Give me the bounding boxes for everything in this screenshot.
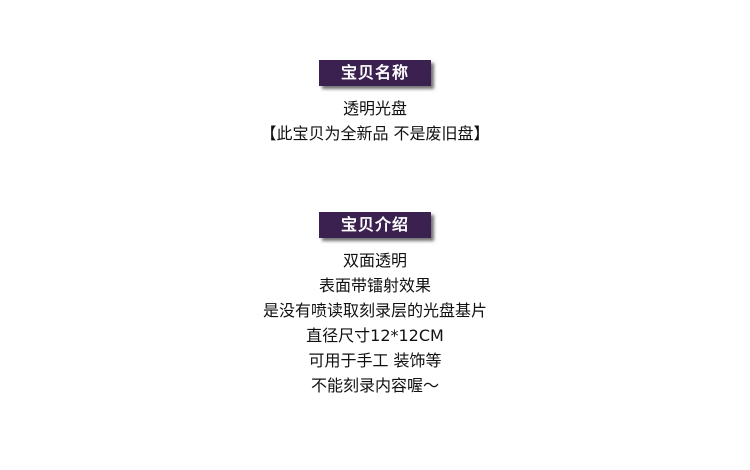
product-name-line: 透明光盘	[342, 99, 407, 118]
product-name-header: 宝贝名称	[318, 60, 431, 86]
product-name-section: 宝贝名称 透明光盘 【此宝贝为全新品 不是废旧盘】	[0, 60, 750, 146]
intro-line: 双面透明	[342, 251, 407, 270]
product-intro-section: 宝贝介绍 双面透明 表面带镭射效果 是没有喷读取刻录层的光盘基片 直径尺寸12*…	[0, 212, 750, 398]
product-name-lines: 透明光盘 【此宝贝为全新品 不是废旧盘】	[0, 96, 750, 146]
intro-line: 直径尺寸12*12CM	[306, 326, 444, 345]
product-intro-lines: 双面透明 表面带镭射效果 是没有喷读取刻录层的光盘基片 直径尺寸12*12CM …	[0, 248, 750, 398]
intro-line: 表面带镭射效果	[318, 276, 431, 295]
intro-line: 不能刻录内容喔～	[310, 376, 439, 395]
intro-line: 可用于手工 装饰等	[308, 351, 442, 370]
product-intro-header: 宝贝介绍	[318, 212, 431, 238]
intro-line: 是没有喷读取刻录层的光盘基片	[262, 301, 487, 320]
product-name-note: 【此宝贝为全新品 不是废旧盘】	[260, 124, 490, 143]
